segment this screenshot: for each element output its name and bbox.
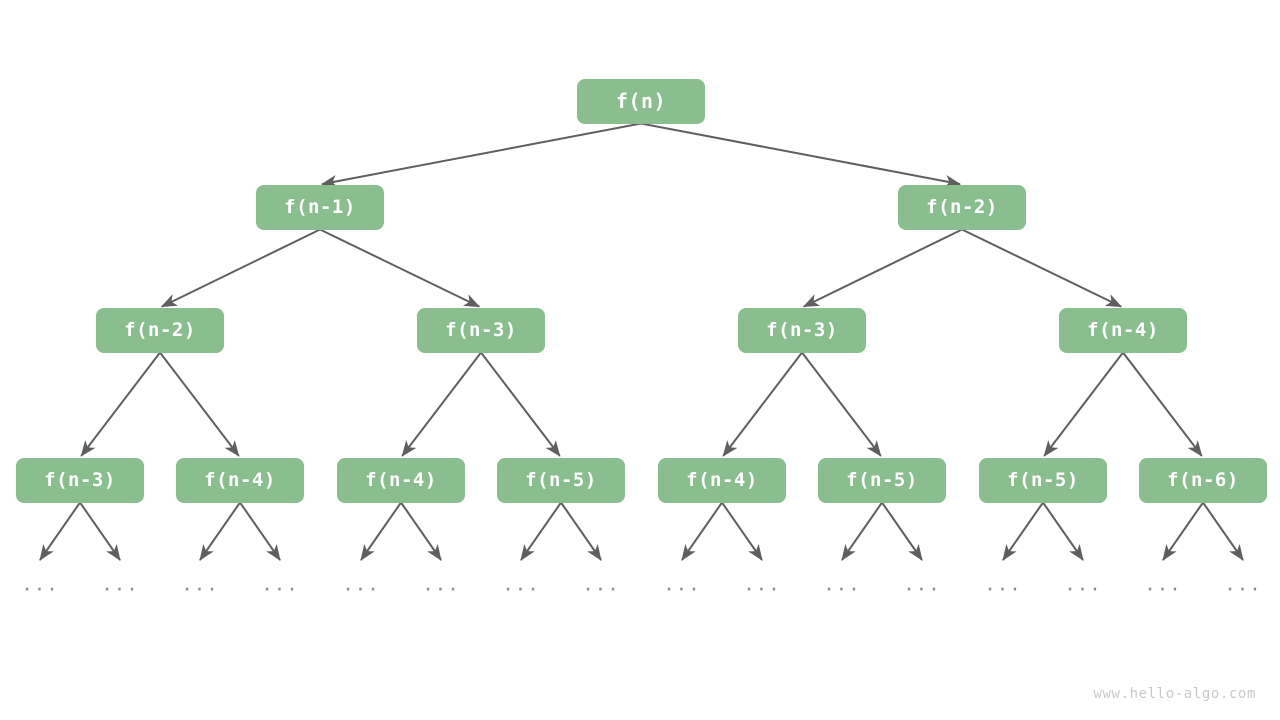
leaf-edge-n14-left xyxy=(1162,501,1204,561)
edge-n0-to-n1 xyxy=(320,122,642,188)
edge-n3-to-n7 xyxy=(80,351,161,457)
ellipsis-mark: ... xyxy=(663,573,701,596)
edge-n2-to-n5 xyxy=(802,228,963,308)
tree-edges xyxy=(80,122,1203,457)
ellipsis-mark: ... xyxy=(1064,573,1102,596)
leaf-edge-n8-left xyxy=(199,501,241,561)
tree-node-label: f(n-3) xyxy=(44,468,116,491)
tree-node-n4: f(n-3) xyxy=(417,307,545,353)
tree-node-n6: f(n-4) xyxy=(1059,307,1187,353)
leaf-edge-n13-left xyxy=(1002,501,1044,561)
tree-node-n12: f(n-5) xyxy=(818,457,946,503)
tree-node-n5: f(n-3) xyxy=(738,307,866,353)
leaf-edge-n9-right xyxy=(400,501,442,561)
edge-n1-to-n4 xyxy=(319,228,481,308)
tree-node-label: f(n) xyxy=(615,89,667,113)
watermark: www.hello-algo.com xyxy=(1093,686,1256,702)
leaf-edge-n12-right xyxy=(881,501,923,561)
tree-node-n3: f(n-2) xyxy=(96,307,224,353)
tree-node-n11: f(n-4) xyxy=(658,457,786,503)
ellipsis-mark: ... xyxy=(582,573,620,596)
tree-node-label: f(n-2) xyxy=(124,318,196,341)
tree-node-n7: f(n-3) xyxy=(16,457,144,503)
ellipsis-mark: ... xyxy=(422,573,460,596)
ellipsis-mark: ... xyxy=(984,573,1022,596)
ellipsis-mark: ... xyxy=(261,573,299,596)
tree-node-label: f(n-4) xyxy=(686,468,758,491)
leaf-edge-n11-right xyxy=(721,501,763,561)
edge-n4-to-n9 xyxy=(401,351,482,457)
tree-node-label: f(n-4) xyxy=(204,468,276,491)
ellipsis-mark: ... xyxy=(743,573,781,596)
leaf-edge-n11-left xyxy=(681,501,723,561)
tree-node-label: f(n-5) xyxy=(1007,468,1079,491)
tree-node-label: f(n-3) xyxy=(445,318,517,341)
tree-node-label: f(n-6) xyxy=(1167,468,1239,491)
ellipsis-mark: ... xyxy=(21,573,59,596)
ellipsis-mark: ... xyxy=(181,573,219,596)
tree-node-label: f(n-4) xyxy=(365,468,437,491)
tree-node-label: f(n-1) xyxy=(284,195,356,218)
tree-node-label: f(n-5) xyxy=(846,468,918,491)
ellipsis-mark: ... xyxy=(1144,573,1182,596)
ellipsis-mark: ... xyxy=(903,573,941,596)
tree-node-n9: f(n-4) xyxy=(337,457,465,503)
ellipsis-mark: ... xyxy=(502,573,540,596)
tree-node-label: f(n-2) xyxy=(926,195,998,218)
edge-n6-to-n13 xyxy=(1043,351,1124,457)
tree-node-label: f(n-5) xyxy=(525,468,597,491)
leaf-edge-n7-right xyxy=(79,501,121,561)
tree-node-n8: f(n-4) xyxy=(176,457,304,503)
edge-n5-to-n11 xyxy=(722,351,803,457)
tree-node-n1: f(n-1) xyxy=(256,184,384,230)
leaf-edge-n10-right xyxy=(560,501,602,561)
leaf-edges xyxy=(39,501,1244,561)
leaf-edge-n10-left xyxy=(520,501,562,561)
tree-node-n10: f(n-5) xyxy=(497,457,625,503)
edge-n1-to-n3 xyxy=(160,228,321,308)
edge-n3-to-n8 xyxy=(159,351,240,457)
edge-n6-to-n14 xyxy=(1122,351,1203,457)
edge-n4-to-n10 xyxy=(480,351,561,457)
ellipsis-mark: ... xyxy=(101,573,139,596)
leaf-edge-n9-left xyxy=(360,501,402,561)
ellipsis-mark: ... xyxy=(823,573,861,596)
leaf-edge-n13-right xyxy=(1042,501,1084,561)
edge-n2-to-n6 xyxy=(961,228,1123,308)
tree-node-n14: f(n-6) xyxy=(1139,457,1267,503)
ellipsis-mark: ... xyxy=(1224,573,1262,596)
ellipsis-mark: ... xyxy=(342,573,380,596)
edge-n5-to-n12 xyxy=(801,351,882,457)
leaf-edge-n14-right xyxy=(1202,501,1244,561)
leaf-edge-n7-left xyxy=(39,501,81,561)
leaf-edge-n12-left xyxy=(841,501,883,561)
tree-node-n13: f(n-5) xyxy=(979,457,1107,503)
tree-node-label: f(n-3) xyxy=(766,318,838,341)
tree-node-n2: f(n-2) xyxy=(898,184,1026,230)
tree-node-n0: f(n) xyxy=(577,78,705,124)
tree-node-label: f(n-4) xyxy=(1087,318,1159,341)
leaf-edge-n8-right xyxy=(239,501,281,561)
edge-n0-to-n2 xyxy=(640,122,962,188)
